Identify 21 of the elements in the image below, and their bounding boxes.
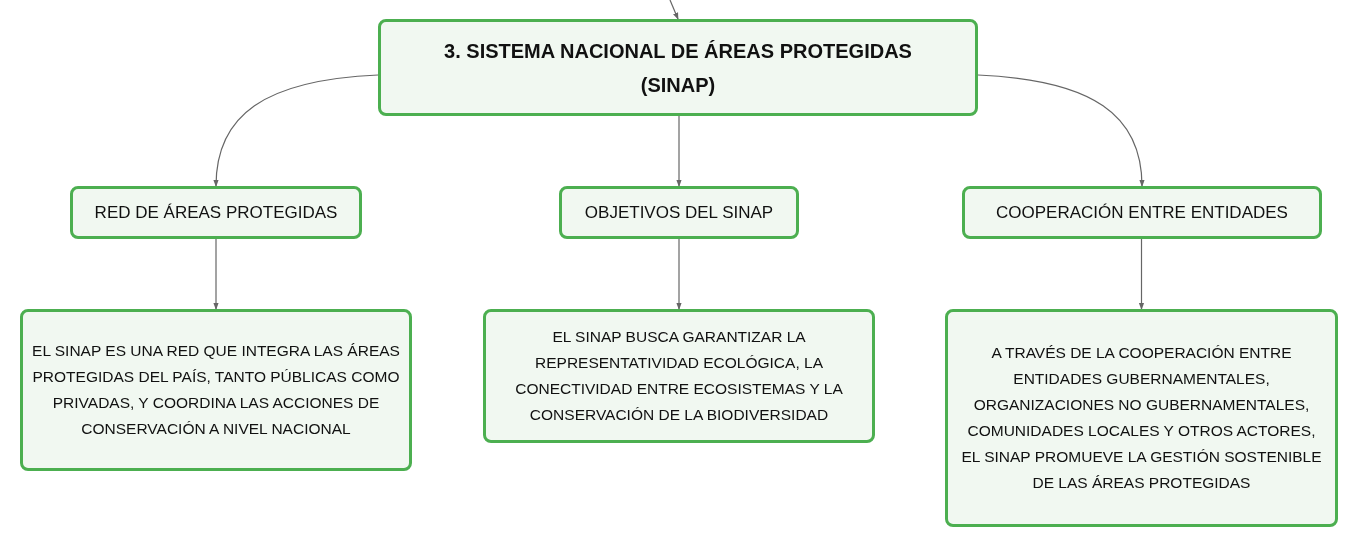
node-text: OBJETIVOS DEL SINAP xyxy=(584,201,774,224)
node-text: EL SINAP BUSCA GARANTIZAR LA REPRESENTATIVIDAD ECOLÓGICA, LA CONECTIVIDAD ENTRE ECOSISTEMAS Y LA CONSERVACIÓN DE LA BIODIVERSIDAD xyxy=(514,327,844,425)
node-text: A TRAVÉS DE LA COOPERACIÓN ENTRE ENTIDADES GUBERNAMENTALES, ORGANIZACIONES NO GUBERNAMENTALES, COMUNIDADES LOCALES Y OTROS ACTORES, EL SINAP PROMUEVE LA GESTIÓN SOSTENIBLE DE LAS ÁREAS PROTEGIDAS xyxy=(960,343,1323,493)
connector-arrow xyxy=(669,0,679,20)
description-box xyxy=(483,309,875,443)
connector-arrow xyxy=(977,74,1145,187)
connector-arrow xyxy=(213,74,379,187)
connector-arrow xyxy=(1138,238,1145,310)
topic-box xyxy=(70,186,362,239)
connector-arrow xyxy=(676,238,682,310)
topic-box xyxy=(559,186,799,239)
connector-arrow xyxy=(676,115,682,187)
node-text: COOPERACIÓN ENTRE ENTIDADES xyxy=(996,201,1288,224)
connector-arrow xyxy=(213,238,219,310)
topic-box xyxy=(962,186,1322,239)
node-text: RED DE ÁREAS PROTEGIDAS xyxy=(94,201,338,224)
node-text: EL SINAP ES UNA RED QUE INTEGRA LAS ÁREAS PROTEGIDAS DEL PAÍS, TANTO PÚBLICAS COMO PRIVADAS, Y COORDINA LAS ACCIONES DE CONSERVACIÓN A NIVEL NACIONAL xyxy=(31,341,401,439)
description-box xyxy=(20,309,412,471)
main-topic-box xyxy=(378,19,978,116)
description-box xyxy=(945,309,1338,527)
node-text: 3. SISTEMA NACIONAL DE ÁREAS PROTEGIDAS (SINAP) xyxy=(443,38,913,98)
